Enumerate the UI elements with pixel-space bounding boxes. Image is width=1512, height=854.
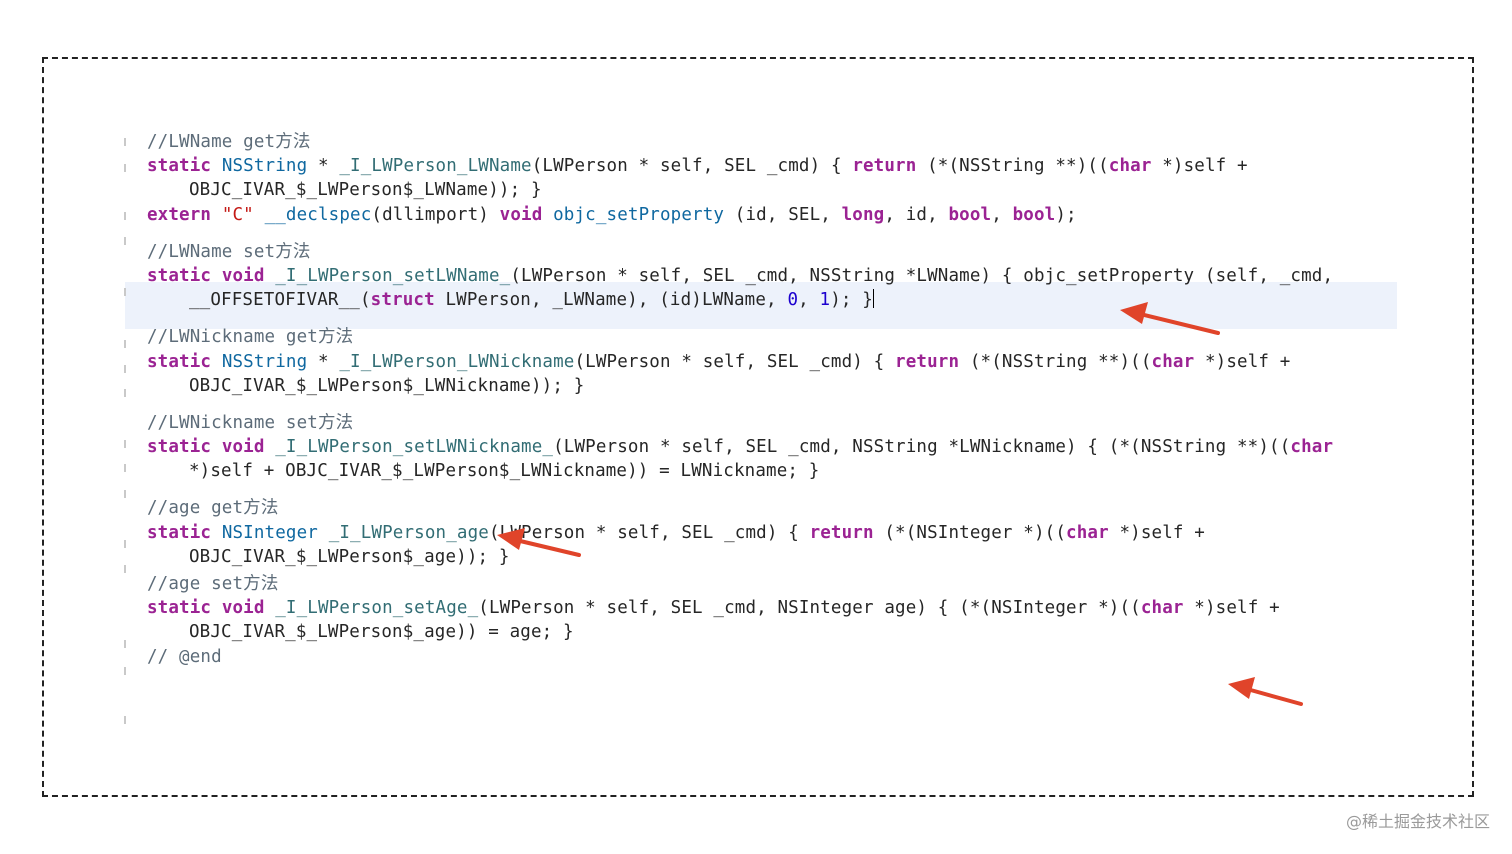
gutter-mark [124,540,126,548]
gutter-mark [124,464,126,472]
code-comment: //LWNickname set方法 [147,412,354,433]
text-caret [872,289,875,309]
dashed-frame [42,57,1474,797]
gutter-mark [124,640,126,648]
gutter-mark [124,565,126,573]
gutter-mark [124,237,126,245]
code-comment: //LWName get方法 [147,132,311,152]
gutter-mark [124,716,126,724]
code-line: static void _I_LWPerson_setLWName_(LWPer… [147,265,1334,286]
code-comment: //LWName set方法 [147,241,311,262]
arrow-icon [497,528,581,557]
gutter-mark [124,212,126,220]
code-line: *)self + OBJC_IVAR_$_LWPerson$_LWNicknam… [189,461,820,482]
gutter-mark [124,164,126,172]
gutter-mark [124,288,126,296]
code-line: OBJC_IVAR_$_LWPerson$_LWNickname)); } [189,375,585,396]
code-line: static void _I_LWPerson_setAge_(LWPerson… [147,598,1280,619]
gutter-mark [124,490,126,498]
code-line: __OFFSETOFIVAR__(struct LWPerson, _LWNam… [189,289,875,311]
code-line: OBJC_IVAR_$_LWPerson$_age)); } [189,546,510,567]
code-line: static NSString * _I_LWPerson_LWName(LWP… [147,156,1248,177]
code-comment: //age get方法 [147,498,279,519]
code-line: static void _I_LWPerson_setLWNickname_(L… [147,437,1334,458]
code-comment: // @end [147,646,222,667]
code-comment: //LWNickname get方法 [147,327,354,348]
code-editor[interactable]: //LWName get方法 static NSString * _I_LWPe… [147,130,1407,669]
gutter-mark [124,340,126,348]
code-comment: //age set方法 [147,574,279,594]
code-line: static NSInteger _I_LWPerson_age(LWPerso… [147,522,1205,543]
code-line: static NSString * _I_LWPerson_LWNickname… [147,351,1291,372]
gutter-mark [124,667,126,675]
code-line: extern "C" __declspec(dllimport) void ob… [147,204,1077,225]
watermark-text: @稀土掘金技术社区 [1345,812,1490,831]
current-line-highlight [125,282,1397,329]
gutter-mark [124,389,126,397]
code-line: OBJC_IVAR_$_LWPerson$_LWName)); } [189,180,542,201]
gutter-mark [124,138,126,146]
arrow-icon [1120,302,1220,335]
arrow-icon [1228,677,1303,706]
code-line: OBJC_IVAR_$_LWPerson$_age)) = age; } [189,622,574,643]
gutter-mark [124,440,126,448]
gutter-mark [124,365,126,373]
